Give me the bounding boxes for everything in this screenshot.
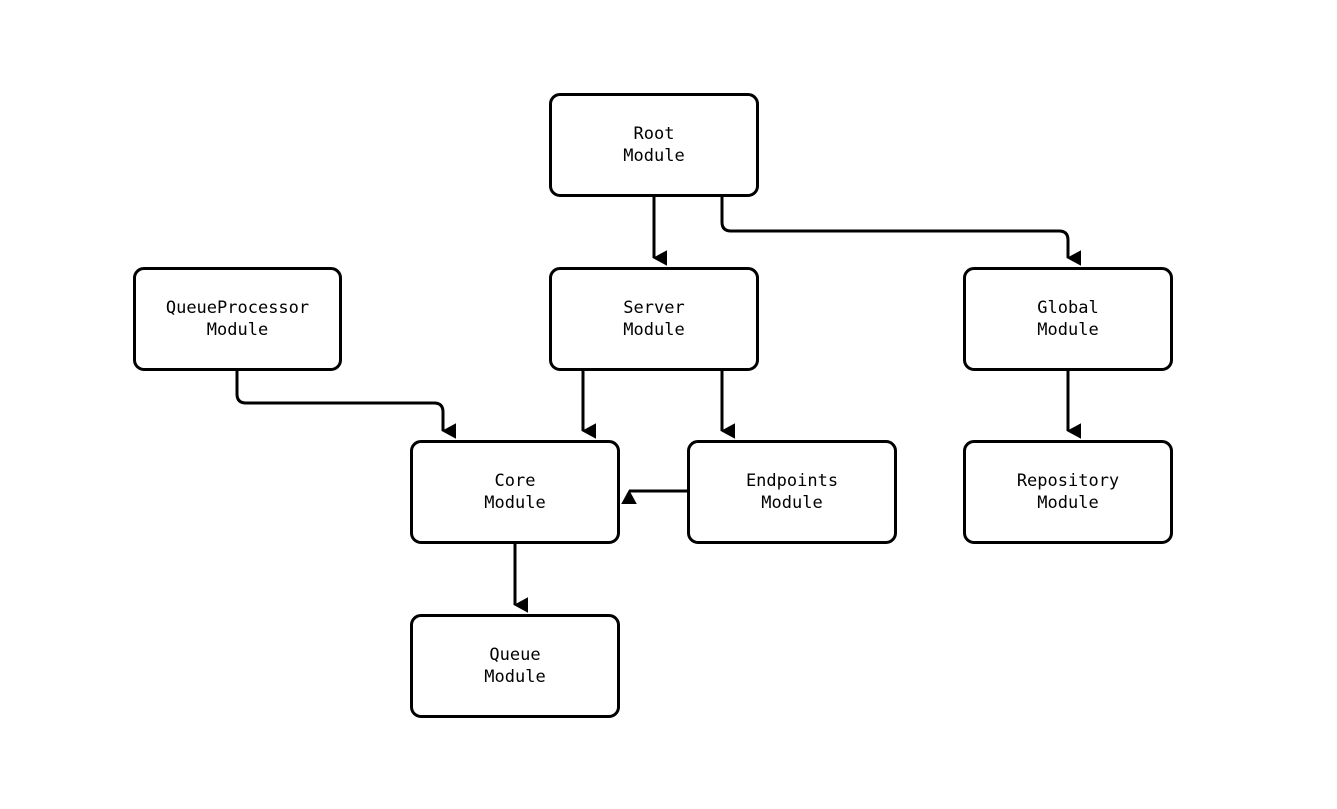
node-label-queue: Queue Module [484,645,546,687]
node-endpoints[interactable]: Endpoints Module [687,440,897,544]
node-core[interactable]: Core Module [410,440,620,544]
edge-root-global [720,197,1081,266]
node-server[interactable]: Server Module [549,267,759,371]
node-label-root: Root Module [623,124,685,166]
node-label-core: Core Module [484,471,546,513]
edge-queueprocessor-core [235,371,456,439]
node-label-queueprocessor: QueueProcessor Module [165,298,310,340]
node-label-endpoints: Endpoints Module [745,471,839,513]
node-global[interactable]: Global Module [963,267,1173,371]
node-label-server: Server Module [623,298,685,340]
node-label-repository: Repository Module [1016,471,1120,513]
node-queueprocessor[interactable]: QueueProcessor Module [133,267,342,371]
node-queue[interactable]: Queue Module [410,614,620,718]
node-label-global: Global Module [1037,298,1099,340]
node-root[interactable]: Root Module [549,93,759,197]
node-repository[interactable]: Repository Module [963,440,1173,544]
